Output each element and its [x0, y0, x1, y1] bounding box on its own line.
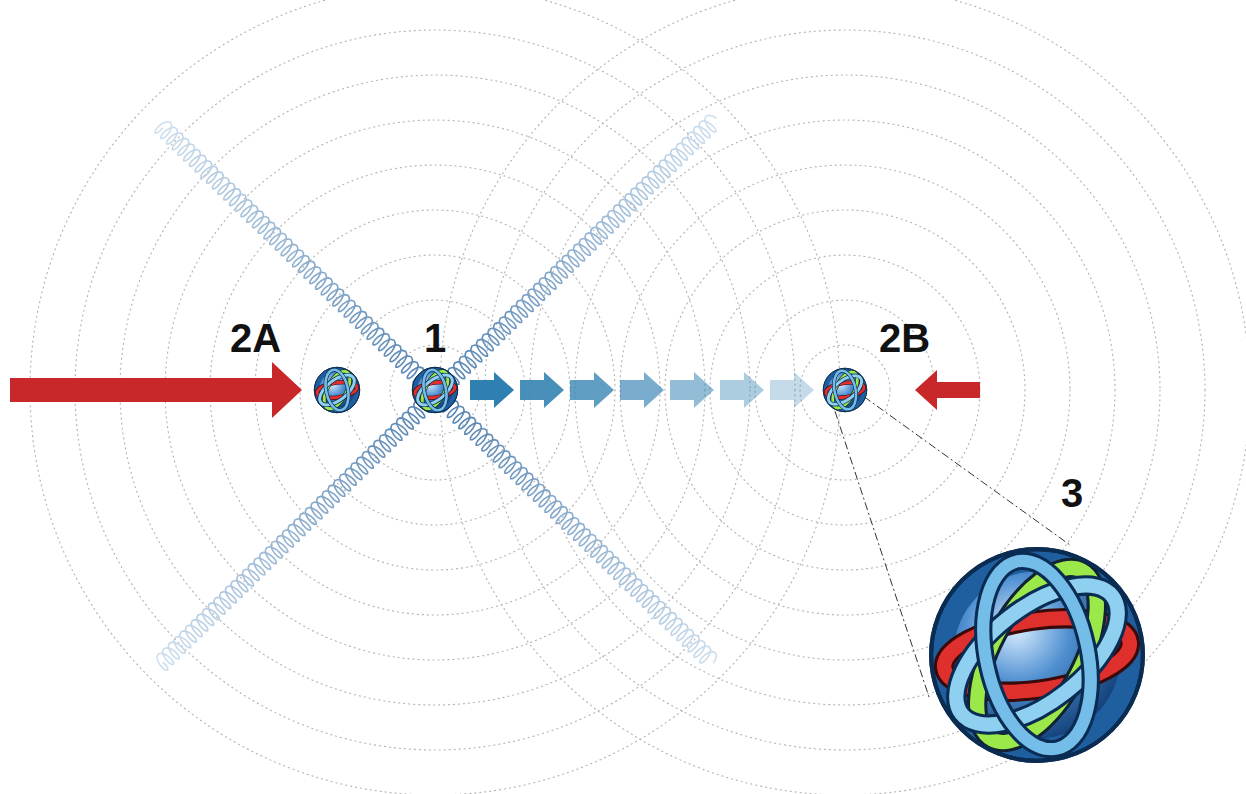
momentum-arrows	[470, 372, 814, 408]
callout-number: 1	[424, 318, 446, 358]
chevron-arrow	[570, 372, 614, 408]
incoming-arrow-small	[915, 370, 980, 410]
callout-number: 3	[1061, 473, 1083, 513]
particle	[412, 367, 457, 412]
chevron-arrow	[520, 372, 564, 408]
particle-zoom	[931, 549, 1143, 761]
field-circle	[665, 210, 1025, 570]
particle	[314, 367, 359, 412]
field-circle	[440, 0, 1246, 794]
particle	[823, 368, 866, 411]
field-circle	[755, 300, 935, 480]
callout-number: 2A	[230, 318, 281, 358]
zoom-line	[838, 378, 1070, 545]
chevron-arrow	[720, 372, 764, 408]
chevron-arrow	[470, 372, 514, 408]
chevron-arrow	[670, 372, 714, 408]
field-circle	[620, 165, 1070, 615]
incoming-arrow	[10, 362, 302, 418]
zoom-line	[830, 396, 930, 700]
chevron-arrow	[770, 372, 814, 408]
chevron-arrow	[620, 372, 664, 408]
callout-number: 2B	[879, 318, 930, 358]
field-circle	[710, 255, 980, 525]
